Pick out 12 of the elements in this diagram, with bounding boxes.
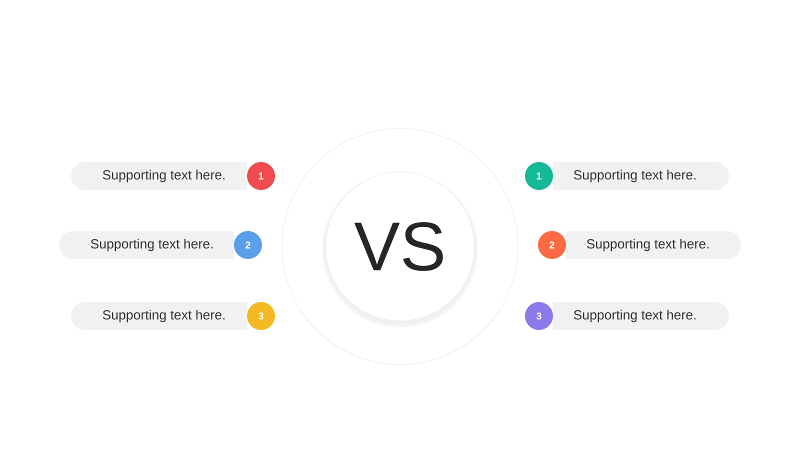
number-badge: 3 (247, 302, 275, 330)
text-pill: Supporting text here. (71, 162, 247, 190)
number-badge: 3 (525, 302, 553, 330)
text-pill: Supporting text here. (59, 231, 234, 259)
number-badge: 2 (538, 231, 566, 259)
text-pill: Supporting text here. (71, 302, 247, 330)
text-pill: Supporting text here. (566, 231, 741, 259)
text-pill: Supporting text here. (553, 162, 729, 190)
text-pill: Supporting text here. (553, 302, 729, 330)
number-badge: 1 (247, 162, 275, 190)
number-badge: 2 (234, 231, 262, 259)
number-badge: 1 (525, 162, 553, 190)
